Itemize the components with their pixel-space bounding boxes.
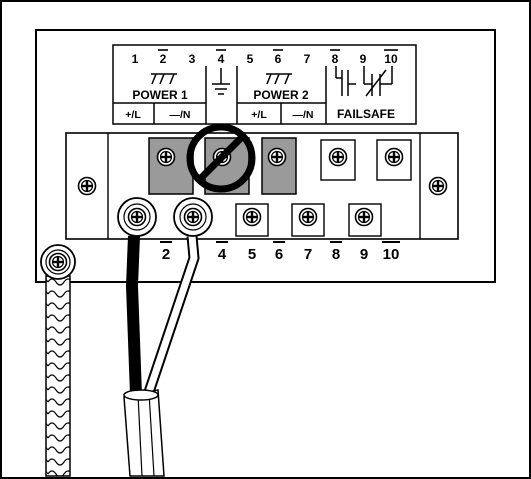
bottom-number-6: 6 [275,246,283,263]
screw-icon [158,149,175,166]
bottom-number-8: 8 [332,246,340,263]
minus-n-label-1: —/N [170,109,191,121]
screw-icon [430,178,447,195]
top-number-5: 5 [247,52,254,66]
bottom-number-5: 5 [248,246,256,263]
top-number-6: 6 [275,52,282,66]
top-number-1: 1 [132,52,139,66]
top-number-8: 8 [332,52,339,66]
power1-label: POWER 1 [132,88,188,102]
label-card: 1 2 3 4 5 6 7 8 9 10 [113,45,416,124]
top-number-7: 7 [304,52,311,66]
screw-icon [79,178,96,195]
terminal-1 [149,138,193,194]
screw-icon [330,149,347,166]
bottom-number-10: 10 [383,246,400,263]
screw-icon [50,254,67,271]
top-number-9: 9 [360,52,367,66]
screw-icon [269,149,286,166]
bottom-number-7: 7 [304,246,312,263]
top-number-2: 2 [160,52,167,66]
power2-label: POWER 2 [253,88,309,102]
plus-l-label-1: +/L [125,109,141,121]
screw-icon [185,209,202,226]
screw-icon [129,209,146,226]
screw-icon [386,149,403,166]
minus-n-label-2: —/N [293,109,314,121]
bottom-number-9: 9 [360,246,368,263]
failsafe-label: FAILSAFE [337,107,395,121]
top-number-3: 3 [189,52,196,66]
plus-l-label-2: +/L [251,109,267,121]
screw-icon [356,209,373,226]
screw-icon [300,209,317,226]
top-number-4: 4 [218,52,225,66]
bottom-number-4: 4 [218,246,227,263]
bottom-number-2: 2 [162,246,170,263]
top-number-10: 10 [384,52,398,66]
screw-icon [244,209,261,226]
ground-wire [41,245,75,476]
